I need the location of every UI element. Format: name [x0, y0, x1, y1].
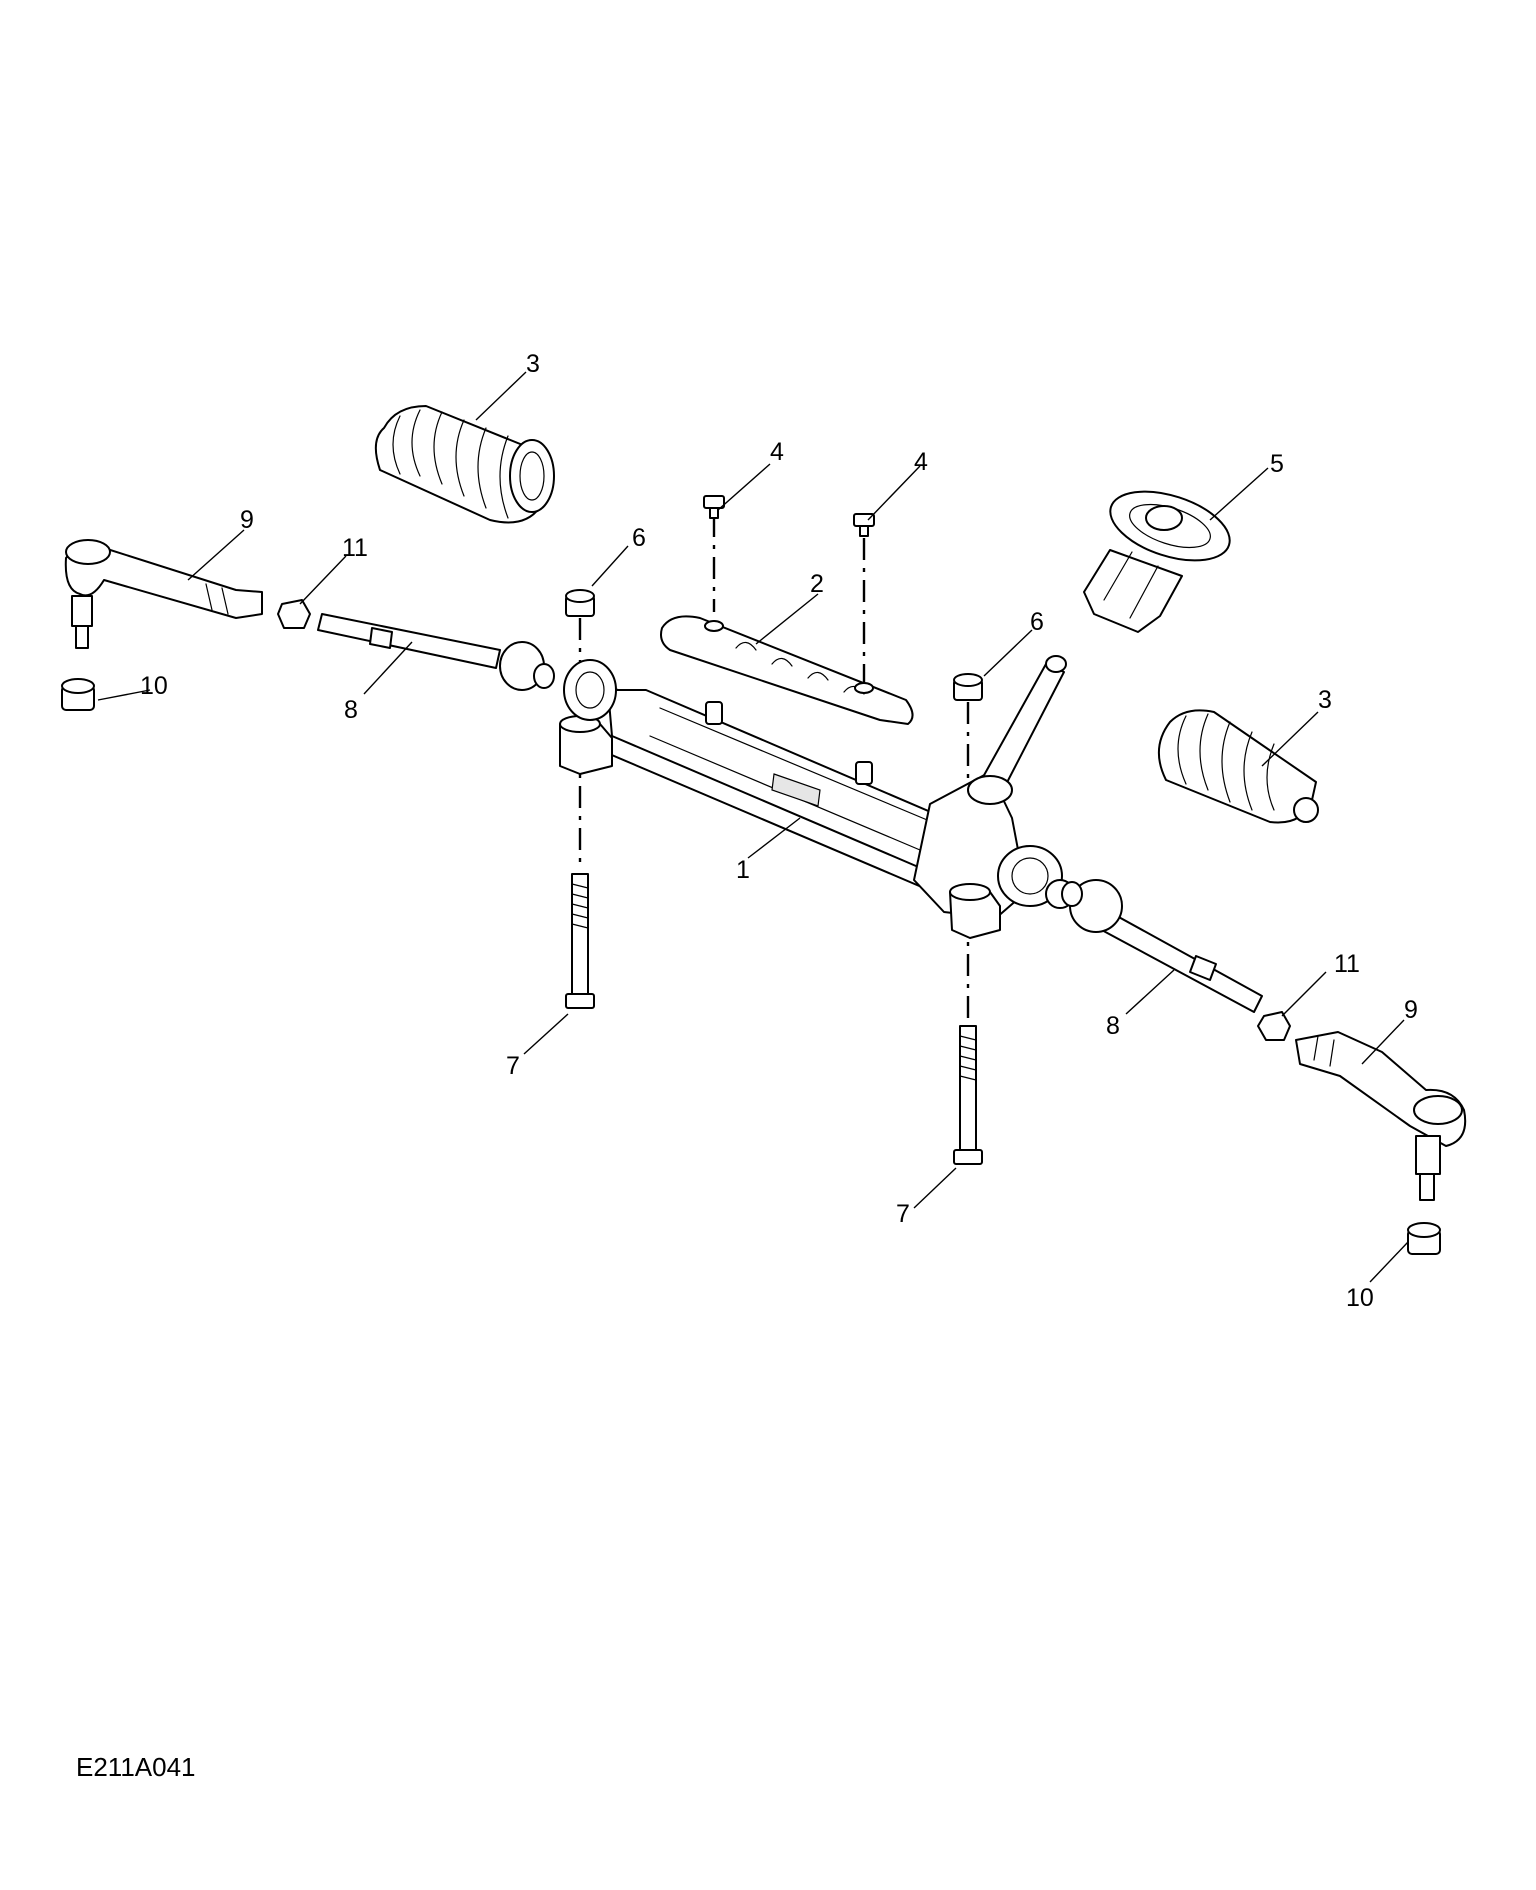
callout-9a: 9 [240, 506, 254, 534]
callout-9b: 9 [1404, 996, 1418, 1024]
mounting-nut-left [565, 589, 595, 617]
jam-nut-right [1257, 1011, 1291, 1041]
callout-7b: 7 [896, 1200, 910, 1228]
callout-7a: 7 [506, 1052, 520, 1080]
steering-rack-housing [559, 655, 1075, 939]
outer-tie-rod-end-right [1295, 1031, 1467, 1201]
inner-tie-rod-right [1061, 879, 1263, 1013]
callout-leader-lines [97, 371, 1409, 1283]
mounting-nut-right [953, 673, 983, 701]
jam-nut-left [277, 599, 311, 629]
callout-6b: 6 [1030, 608, 1044, 636]
mounting-bolt-left [565, 873, 595, 1009]
callout-10a: 10 [140, 672, 168, 700]
callout-4b: 4 [914, 448, 928, 476]
callout-8a: 8 [344, 696, 358, 724]
tie-rod-end-nut-right [1407, 1222, 1441, 1255]
callout-8b: 8 [1106, 1012, 1120, 1040]
callout-11a: 11 [342, 534, 368, 562]
callout-labels: 1 2 3 3 4 4 5 6 6 7 7 8 8 9 9 10 10 11 1… [140, 350, 1418, 1312]
outer-tie-rod-end-left [64, 539, 263, 649]
mounting-bolt-right [953, 1025, 983, 1165]
callout-5: 5 [1270, 450, 1284, 478]
heat-shield-bolt-right [853, 513, 875, 537]
inner-tie-rod-left [317, 613, 555, 691]
heat-shield-bolt-left [703, 495, 725, 519]
callout-2: 2 [810, 570, 824, 598]
callout-3b: 3 [1318, 686, 1332, 714]
steering-shaft-seal [1083, 490, 1231, 633]
callout-1: 1 [736, 856, 750, 884]
heat-shield [660, 615, 914, 785]
callout-3a: 3 [526, 350, 540, 378]
callout-6a: 6 [632, 524, 646, 552]
tie-rod-end-nut-left [61, 678, 95, 711]
figure-id-label: E211A041 [76, 1752, 196, 1782]
callout-11b: 11 [1334, 950, 1360, 978]
callout-4a: 4 [770, 438, 784, 466]
rack-boot-right [1157, 709, 1319, 824]
callout-10b: 10 [1346, 1284, 1374, 1312]
rack-boot-left [374, 405, 555, 524]
